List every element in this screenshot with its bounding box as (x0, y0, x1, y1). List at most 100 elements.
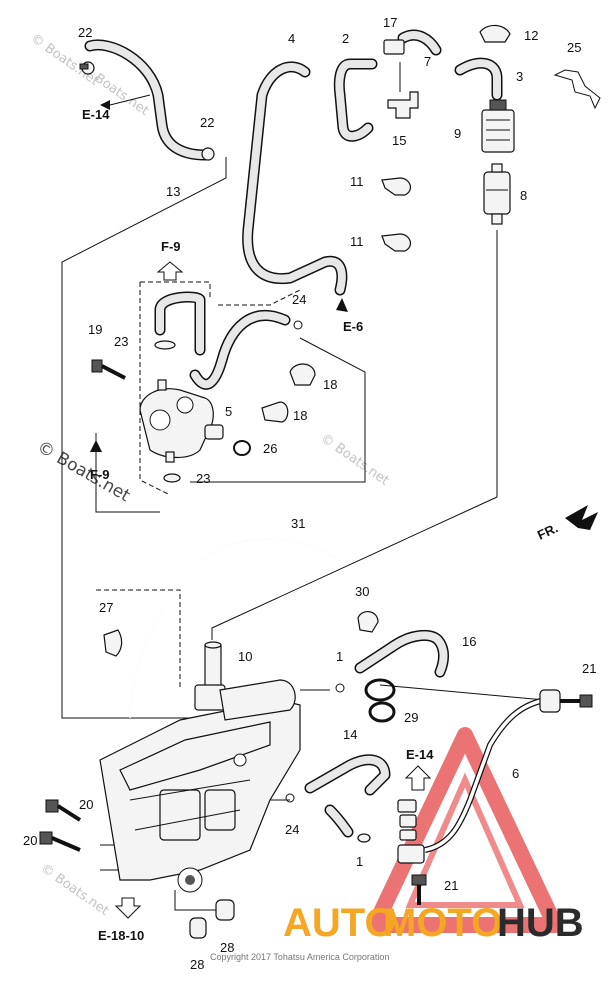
part-label-9: 9 (454, 126, 461, 141)
gasket-26 (233, 440, 251, 456)
part-label-24: 24 (292, 292, 306, 307)
arrow-down-icon (114, 897, 142, 919)
part-label-23: 23 (196, 471, 210, 486)
watermark-text-large: © Boats.net (34, 437, 134, 506)
clamp-29-b (368, 701, 396, 723)
ref-e14-lower: E-14 (406, 747, 434, 762)
part-label-18: 18 (293, 408, 307, 423)
clip-11-b (381, 233, 412, 252)
part-label-25: 25 (567, 40, 581, 55)
part-label-1: 1 (356, 854, 363, 869)
clamp-12 (479, 24, 511, 43)
o-ring-23-top (154, 340, 176, 350)
part-label-4: 4 (288, 31, 295, 46)
clip-1-upper (335, 683, 345, 693)
bolt-19 (91, 359, 103, 373)
parts-shapes (39, 24, 601, 939)
clamp-30 (357, 611, 379, 633)
clamp-18-a (289, 363, 316, 386)
filter-9 (481, 109, 515, 153)
clip-27 (103, 629, 123, 657)
part-label-17: 17 (383, 15, 397, 30)
part-label-24: 24 (285, 822, 299, 837)
part-label-5: 5 (225, 404, 232, 419)
part-label-19: 19 (88, 322, 102, 337)
part-label-12: 12 (524, 28, 538, 43)
ref-e14-top: E-14 (82, 107, 110, 122)
ref-e6: E-6 (343, 319, 363, 334)
automotohub-logo: AUTO MOTO HUB (283, 901, 584, 945)
reference-labels: E-14 F-9 E-6 F-9 E-14 E-18-10 FR. (82, 107, 560, 943)
clip-24-lower (285, 793, 295, 803)
part-label-11: 11 (350, 234, 364, 249)
watermark-text: © Boats.net (318, 431, 392, 489)
sleeve-10 (204, 644, 222, 688)
clip-11-a (381, 177, 412, 196)
clip-1-lower (357, 833, 371, 843)
clamp-22-mid (201, 147, 215, 161)
part-label-16: 16 (462, 634, 476, 649)
part-label-8: 8 (520, 188, 527, 203)
arrow-up-icon-small (90, 440, 102, 452)
ref-e18-10: E-18-10 (98, 928, 144, 943)
part-label-21: 21 (444, 878, 458, 893)
grommet-28-a (215, 899, 235, 921)
arrow-up-icon (156, 261, 184, 281)
part-label-22: 22 (78, 25, 92, 40)
logo-moto: MOTO (383, 901, 502, 945)
grommet-28-b (189, 917, 207, 939)
bolt-21-lower (411, 874, 427, 886)
part-label-13: 13 (166, 184, 180, 199)
ref-front: FR. (535, 520, 560, 542)
part-label-2: 2 (342, 31, 349, 46)
part-label-10: 10 (238, 649, 252, 664)
part-label-28: 28 (220, 940, 234, 955)
part-label-22: 22 (200, 115, 214, 130)
part-label-21: 21 (582, 661, 596, 676)
part-labels: 22 22 13 4 2 17 7 12 25 3 15 9 8 11 11 2… (23, 15, 596, 972)
fuel-pump-5 (139, 379, 224, 463)
logo-auto: AUTO (283, 901, 396, 945)
ref-f9-lower: F-9 (90, 467, 110, 482)
part-label-1: 1 (336, 649, 343, 664)
copyright-text: Copyright 2017 Tohatsu America Corporati… (210, 952, 389, 962)
part-label-7: 7 (424, 54, 431, 69)
bolt-20-a (45, 799, 59, 813)
part-label-23: 23 (114, 334, 128, 349)
connector-17 (383, 39, 405, 55)
vapor-separator-body (99, 679, 301, 893)
part-label-31: 31 (291, 516, 305, 531)
part-label-11: 11 (350, 174, 364, 189)
part-label-20: 20 (79, 797, 93, 812)
part-label-18: 18 (323, 377, 337, 392)
part-label-28: 28 (190, 957, 204, 972)
clip-25 (553, 69, 601, 110)
logo-hub: HUB (497, 901, 584, 945)
arrow-left-icon (100, 100, 110, 110)
arrow-up-icon (404, 765, 432, 791)
part-label-30: 30 (355, 584, 369, 599)
filter-8 (483, 171, 511, 215)
clip-24-top (293, 320, 303, 330)
bolt-21-upper (579, 694, 593, 708)
clamp-18-b (261, 401, 289, 423)
clamp-29-a (364, 678, 396, 702)
part-label-14: 14 (343, 727, 357, 742)
front-arrow-icon (565, 505, 598, 530)
part-label-29: 29 (404, 710, 418, 725)
o-ring-23-bottom (163, 473, 181, 483)
part-label-3: 3 (516, 69, 523, 84)
arrow-down-icon (336, 298, 348, 312)
part-label-6: 6 (512, 766, 519, 781)
part-label-27: 27 (99, 600, 113, 615)
ref-f9-top: F-9 (161, 239, 181, 254)
part-label-20: 20 (23, 833, 37, 848)
part-label-26: 26 (263, 441, 277, 456)
part-label-15: 15 (392, 133, 406, 148)
hoses (84, 29, 546, 853)
bolt-20-b (39, 831, 53, 845)
t-joint-15 (387, 91, 419, 119)
washer-stack (397, 799, 417, 813)
